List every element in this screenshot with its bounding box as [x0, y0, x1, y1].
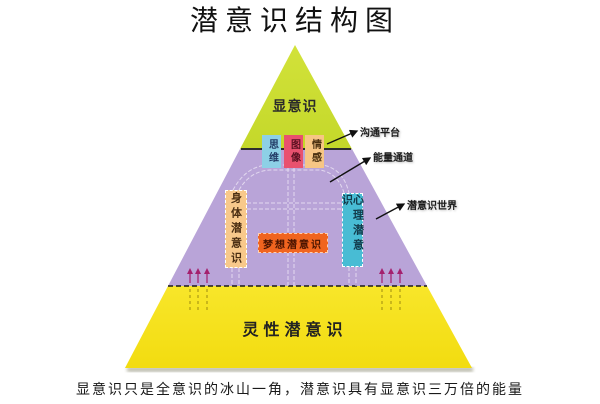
spiritual-dashed-risers	[189, 289, 401, 312]
callout-communication-platform: 沟通平台	[360, 128, 400, 139]
conscious-label: 显意识	[272, 99, 318, 115]
spiritual-layer	[125, 286, 472, 368]
callout-energy-channel: 能量通道	[373, 153, 413, 164]
conscious-layer	[240, 45, 352, 149]
mind-subconscious-box: 心理潜意识	[341, 193, 365, 267]
up-arrows-left	[187, 268, 210, 283]
image-box: 图像	[284, 135, 303, 168]
emotion-box: 情感	[305, 135, 324, 168]
body-subconscious-box: 身体潜意识	[225, 190, 247, 268]
callout-arrow-communication	[326, 129, 359, 145]
pyramid-shadow	[127, 367, 473, 372]
thinking-box: 思维	[262, 135, 281, 168]
callout-arrow-subconscious-world	[375, 203, 406, 220]
caption: 显意识只是全意识的冰山一角，潜意识具有显意识三万倍的能量	[76, 382, 524, 398]
spiritual-subconscious-label: 灵性潜意识	[242, 320, 348, 339]
energy-channel-paths	[231, 164, 357, 286]
page-title: 潜意识结构图	[189, 4, 400, 37]
callout-subconscious-world: 潜意识世界	[407, 201, 457, 212]
dream-subconscious-box: 梦想潜意识	[258, 233, 328, 253]
callout-arrow-energy	[329, 157, 372, 183]
up-arrows-right	[379, 268, 403, 283]
